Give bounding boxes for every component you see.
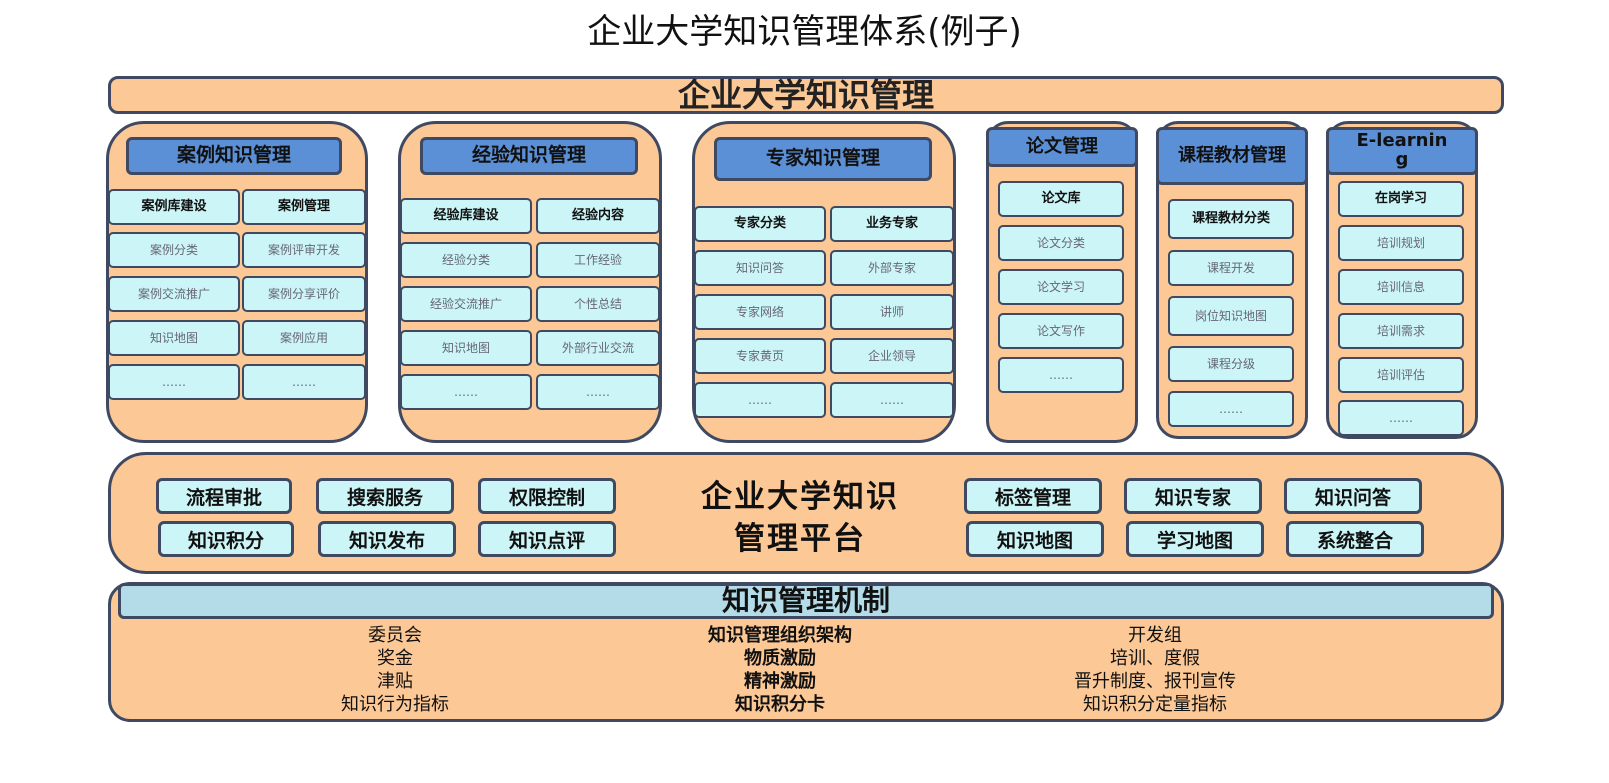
module-expert-cell: 知识问答	[694, 250, 826, 286]
module-paper-item: 论文分类	[998, 225, 1124, 261]
page-title: 企业大学知识管理体系(例子)	[587, 12, 1022, 52]
module-experience-cell: ……	[400, 374, 532, 410]
mechanism-item: 培训、度假	[1110, 648, 1200, 669]
mechanism-item: 物质激励	[744, 648, 816, 669]
module-case-cell: 案例交流推广	[108, 276, 240, 312]
platform-button: 搜索服务	[316, 478, 454, 514]
mechanism-item: 知识积分卡	[735, 694, 825, 715]
mechanism-item: 知识行为指标	[341, 694, 449, 715]
module-experience-header: 经验知识管理	[420, 137, 638, 175]
module-elearning-item: 在岗学习	[1338, 181, 1464, 217]
module-elearning-item: 培训信息	[1338, 269, 1464, 305]
module-expert-cell: 专家黄页	[694, 338, 826, 374]
mechanism-item: 津贴	[377, 671, 413, 692]
mechanism-title: 知识管理机制	[118, 583, 1494, 619]
module-elearning-item: ……	[1338, 400, 1464, 436]
module-expert-cell: 外部专家	[830, 250, 954, 286]
module-expert-cell: 讲师	[830, 294, 954, 330]
platform-button: 知识地图	[966, 521, 1104, 557]
platform-button: 知识专家	[1124, 478, 1262, 514]
mechanism-item: 奖金	[377, 648, 413, 669]
mechanism-right-column: 开发组 培训、度假 晋升制度、报刊宣传 知识积分定量指标	[1010, 624, 1300, 716]
module-experience-cell: 外部行业交流	[536, 330, 660, 366]
module-elearning-header: E-learning	[1326, 127, 1478, 175]
module-expert-cell: 业务专家	[830, 206, 954, 242]
module-case-cell: 案例库建设	[108, 189, 240, 225]
mechanism-item: 知识积分定量指标	[1083, 694, 1227, 715]
platform-button: 学习地图	[1126, 521, 1264, 557]
platform-button: 知识发布	[318, 521, 456, 557]
mechanism-item: 精神激励	[744, 671, 816, 692]
module-course-header: 课程教材管理	[1156, 127, 1308, 185]
module-experience-cell: 经验分类	[400, 242, 532, 278]
platform-button: 标签管理	[964, 478, 1102, 514]
module-expert-header: 专家知识管理	[714, 137, 932, 181]
module-course-item: 课程开发	[1168, 250, 1294, 286]
module-elearning-item: 培训规划	[1338, 225, 1464, 261]
module-case-cell: 案例评审开发	[242, 232, 366, 268]
module-experience-cell: 工作经验	[536, 242, 660, 278]
mechanism-item: 委员会	[368, 625, 422, 646]
module-paper-item: 论文写作	[998, 313, 1124, 349]
module-experience-cell: 个性总结	[536, 286, 660, 322]
module-course-item: 岗位知识地图	[1168, 296, 1294, 336]
module-paper-header: 论文管理	[986, 127, 1138, 167]
mechanism-item: 开发组	[1128, 625, 1182, 646]
module-case-cell: 案例分享评价	[242, 276, 366, 312]
platform-button: 系统整合	[1286, 521, 1424, 557]
module-case-cell: 案例应用	[242, 320, 366, 356]
platform-button: 知识积分	[158, 521, 294, 557]
platform-button: 权限控制	[478, 478, 616, 514]
module-experience-cell: ……	[536, 374, 660, 410]
module-expert-cell: 专家网络	[694, 294, 826, 330]
module-paper-item: 论文库	[998, 181, 1124, 217]
module-elearning-item: 培训需求	[1338, 313, 1464, 349]
platform-title: 企业大学知识管理平台	[701, 479, 899, 557]
module-case-cell: 案例分类	[108, 232, 240, 268]
module-case-cell: ……	[242, 364, 366, 400]
module-case-header: 案例知识管理	[126, 137, 342, 175]
module-case-cell: 知识地图	[108, 320, 240, 356]
module-expert-cell: ……	[694, 382, 826, 418]
mechanism-item: 晋升制度、报刊宣传	[1074, 671, 1236, 692]
mechanism-left-column: 委员会 奖金 津贴 知识行为指标	[260, 624, 530, 716]
mechanism-item: 知识管理组织架构	[708, 625, 852, 646]
top-banner: 企业大学知识管理	[108, 76, 1504, 114]
module-case-cell: 案例管理	[242, 189, 366, 225]
module-paper-item: 论文学习	[998, 269, 1124, 305]
platform-button: 流程审批	[156, 478, 292, 514]
module-case-cell: ……	[108, 364, 240, 400]
module-course-item: 课程分级	[1168, 346, 1294, 382]
module-expert-cell: 专家分类	[694, 206, 826, 242]
module-experience-cell: 知识地图	[400, 330, 532, 366]
platform-button: 知识点评	[478, 521, 616, 557]
module-expert-cell: ……	[830, 382, 954, 418]
module-expert-cell: 企业领导	[830, 338, 954, 374]
module-course-item: ……	[1168, 391, 1294, 427]
module-paper-item: ……	[998, 357, 1124, 393]
module-experience-cell: 经验内容	[536, 198, 660, 234]
module-course-item: 课程教材分类	[1168, 199, 1294, 239]
mechanism-middle-column: 知识管理组织架构 物质激励 精神激励 知识积分卡	[650, 624, 910, 716]
module-experience-cell: 经验库建设	[400, 198, 532, 234]
module-elearning-item: 培训评估	[1338, 357, 1464, 393]
module-experience-cell: 经验交流推广	[400, 286, 532, 322]
platform-button: 知识问答	[1284, 478, 1422, 514]
